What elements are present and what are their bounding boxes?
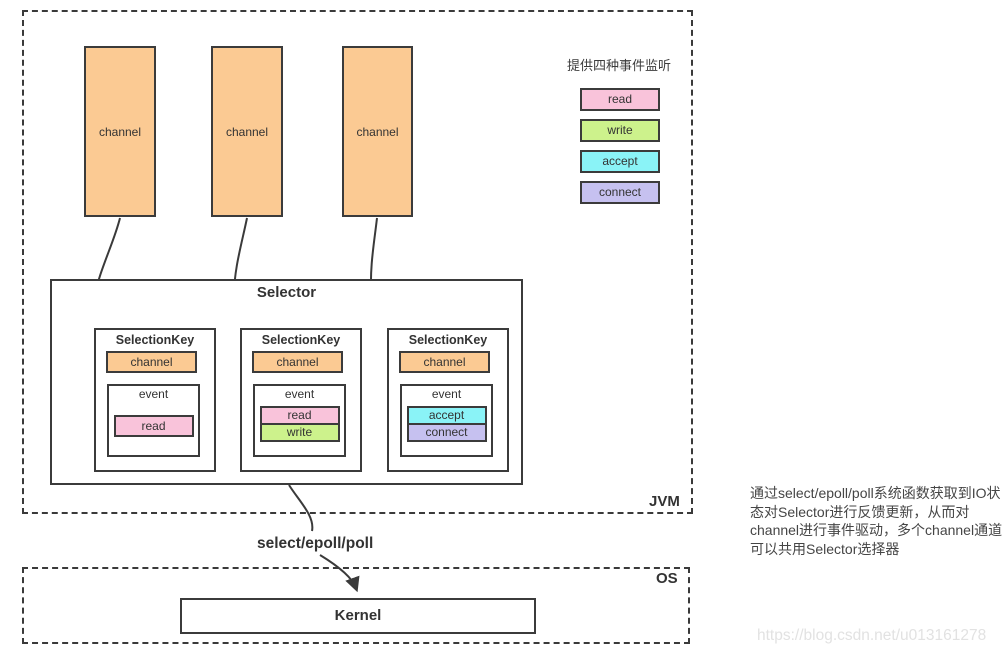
os-boundary-box — [22, 567, 690, 644]
selectionkey-title: SelectionKey — [408, 333, 488, 347]
legend-item-label: accept — [602, 154, 638, 168]
legend-title: 提供四种事件监听 — [567, 58, 672, 73]
annotation-note: 通过select/epoll/poll系统函数获取到IO状态对Selector进… — [750, 485, 1003, 557]
channel-label: channel — [98, 124, 142, 139]
legend-item-accept: accept — [580, 150, 660, 173]
channel-label: channel — [356, 124, 399, 139]
selectionkey-channel-label: channel — [276, 355, 319, 369]
event-panel: event read — [107, 384, 200, 457]
event-chip-label: accept — [428, 408, 465, 422]
channel-box-1: channel — [84, 46, 156, 217]
channel-box-3: channel — [342, 46, 413, 217]
event-panel-title: event — [284, 387, 315, 401]
channel-box-2: channel — [211, 46, 283, 217]
selectionkey-title: SelectionKey — [261, 333, 341, 347]
event-chip-write: write — [259, 423, 340, 442]
os-label: OS — [656, 570, 678, 587]
selectionkey-channel-label: channel — [130, 355, 173, 369]
event-chip-label: read — [141, 419, 166, 433]
selectionkey-box-1: SelectionKey channel event read — [94, 328, 216, 472]
legend-item-label: write — [607, 123, 633, 137]
legend-item-write: write — [580, 119, 660, 142]
legend-item-label: read — [607, 92, 633, 106]
kernel-label: Kernel — [334, 607, 382, 624]
kernel-box: Kernel — [180, 598, 536, 634]
event-panel-title: event — [431, 387, 462, 401]
selectionkey-channel-chip: channel — [252, 351, 343, 373]
event-chip-label: write — [286, 425, 313, 439]
selector-title: Selector — [256, 284, 317, 301]
event-chip-label: read — [287, 408, 312, 422]
selectionkey-box-2: SelectionKey channel event read write — [240, 328, 362, 472]
legend-item-read: read — [580, 88, 660, 111]
selectionkey-box-3: SelectionKey channel event accept connec… — [387, 328, 509, 472]
jvm-boundary-box — [22, 10, 693, 514]
selectionkey-channel-chip: channel — [399, 351, 490, 373]
selectionkey-channel-chip: channel — [106, 351, 197, 373]
selectionkey-channel-label: channel — [423, 355, 466, 369]
watermark-url: https://blog.csdn.net/u013161278 — [757, 627, 987, 644]
legend-item-label: connect — [598, 185, 642, 199]
event-panel-title: event — [138, 387, 169, 401]
event-chip-connect: connect — [406, 423, 487, 442]
syscall-label: select/epoll/poll — [257, 535, 374, 552]
legend-item-connect: connect — [580, 181, 660, 204]
event-panel: event accept connect — [400, 384, 493, 457]
channel-label: channel — [225, 124, 269, 139]
selectionkey-title: SelectionKey — [115, 333, 195, 347]
event-panel: event read write — [253, 384, 346, 457]
jvm-label: JVM — [649, 493, 680, 510]
event-chip-read: read — [113, 415, 194, 437]
event-chip-label: connect — [425, 425, 468, 439]
